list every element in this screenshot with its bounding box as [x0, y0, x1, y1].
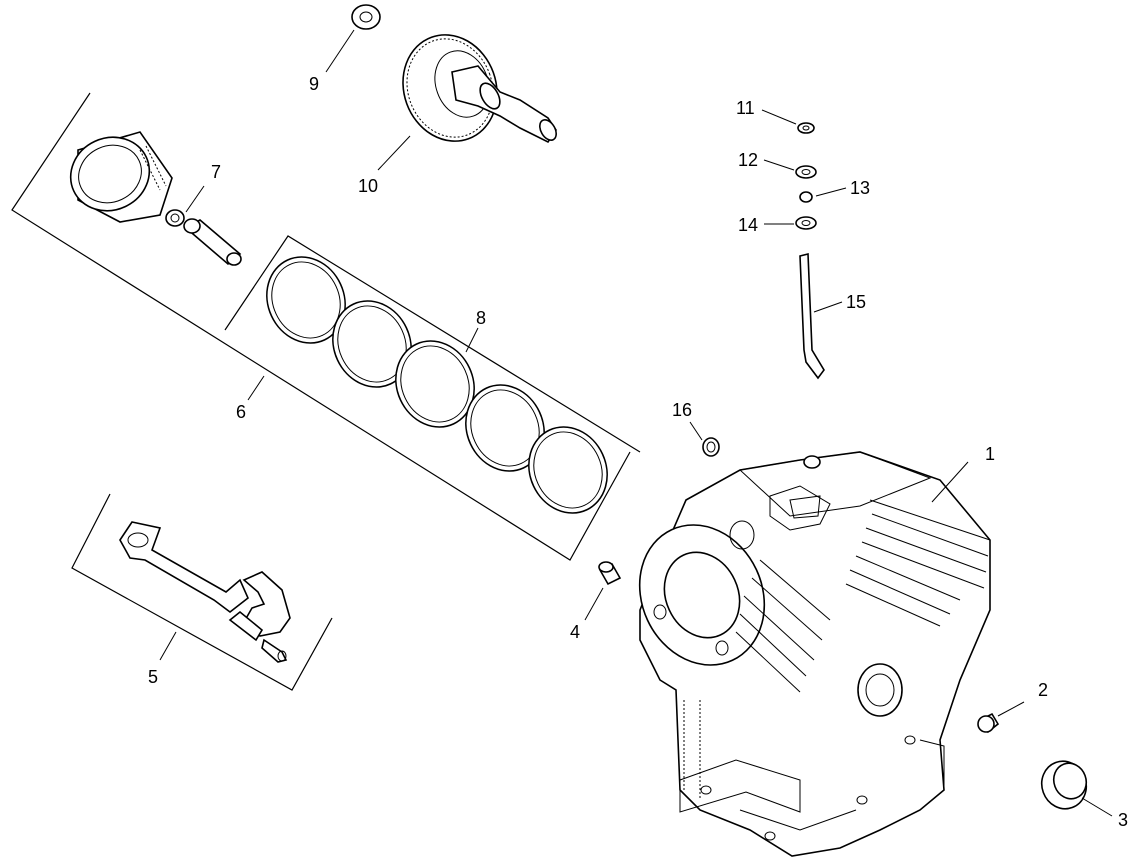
- callout-3: 3: [1118, 810, 1128, 830]
- callout-8: 8: [476, 308, 486, 328]
- piston-part: [69, 131, 173, 223]
- callout-10: 10: [358, 176, 378, 196]
- connecting-rod-group-bracket: [71, 493, 333, 691]
- dowel-pin-upper-part: [702, 437, 720, 457]
- dowel-pin-lower-part: [598, 561, 622, 586]
- callout-12: 12: [738, 150, 758, 170]
- piston-group-bracket: [11, 92, 631, 561]
- callout-1: 1: [985, 444, 995, 464]
- callout-16: 16: [672, 400, 692, 420]
- seal-part: [795, 216, 817, 230]
- callout-6: 6: [236, 402, 246, 422]
- small-nut-part: [799, 191, 813, 203]
- piston-rings-part: [266, 256, 608, 514]
- camshaft-gear-part: [402, 34, 557, 144]
- callout-15: 15: [846, 292, 866, 312]
- oil-seal-part: [1040, 760, 1088, 810]
- tube-part: [799, 252, 825, 380]
- callout-4: 4: [570, 622, 580, 642]
- crankcase-part: [638, 451, 991, 857]
- piston-pin-part: [183, 218, 242, 266]
- callout-labels: 1 2 3 4 5 6 7 8 9 10 11 12 13 14 15 16: [148, 74, 1128, 830]
- piston-pin-clip-part: [165, 209, 185, 227]
- drain-plug-part: [977, 712, 1000, 734]
- nut-part: [797, 122, 815, 134]
- rings-group-bracket: [224, 235, 641, 453]
- callout-13: 13: [850, 178, 870, 198]
- callout-2: 2: [1038, 680, 1048, 700]
- callout-11: 11: [736, 98, 755, 118]
- callout-9: 9: [309, 74, 319, 94]
- callout-14: 14: [738, 215, 758, 235]
- callout-7: 7: [211, 162, 221, 182]
- callout-5: 5: [148, 667, 158, 687]
- leader-lines: [159, 29, 1113, 817]
- washer-part: [795, 165, 817, 179]
- connecting-rod-part: [119, 521, 291, 663]
- thrust-washer-part: [351, 4, 381, 30]
